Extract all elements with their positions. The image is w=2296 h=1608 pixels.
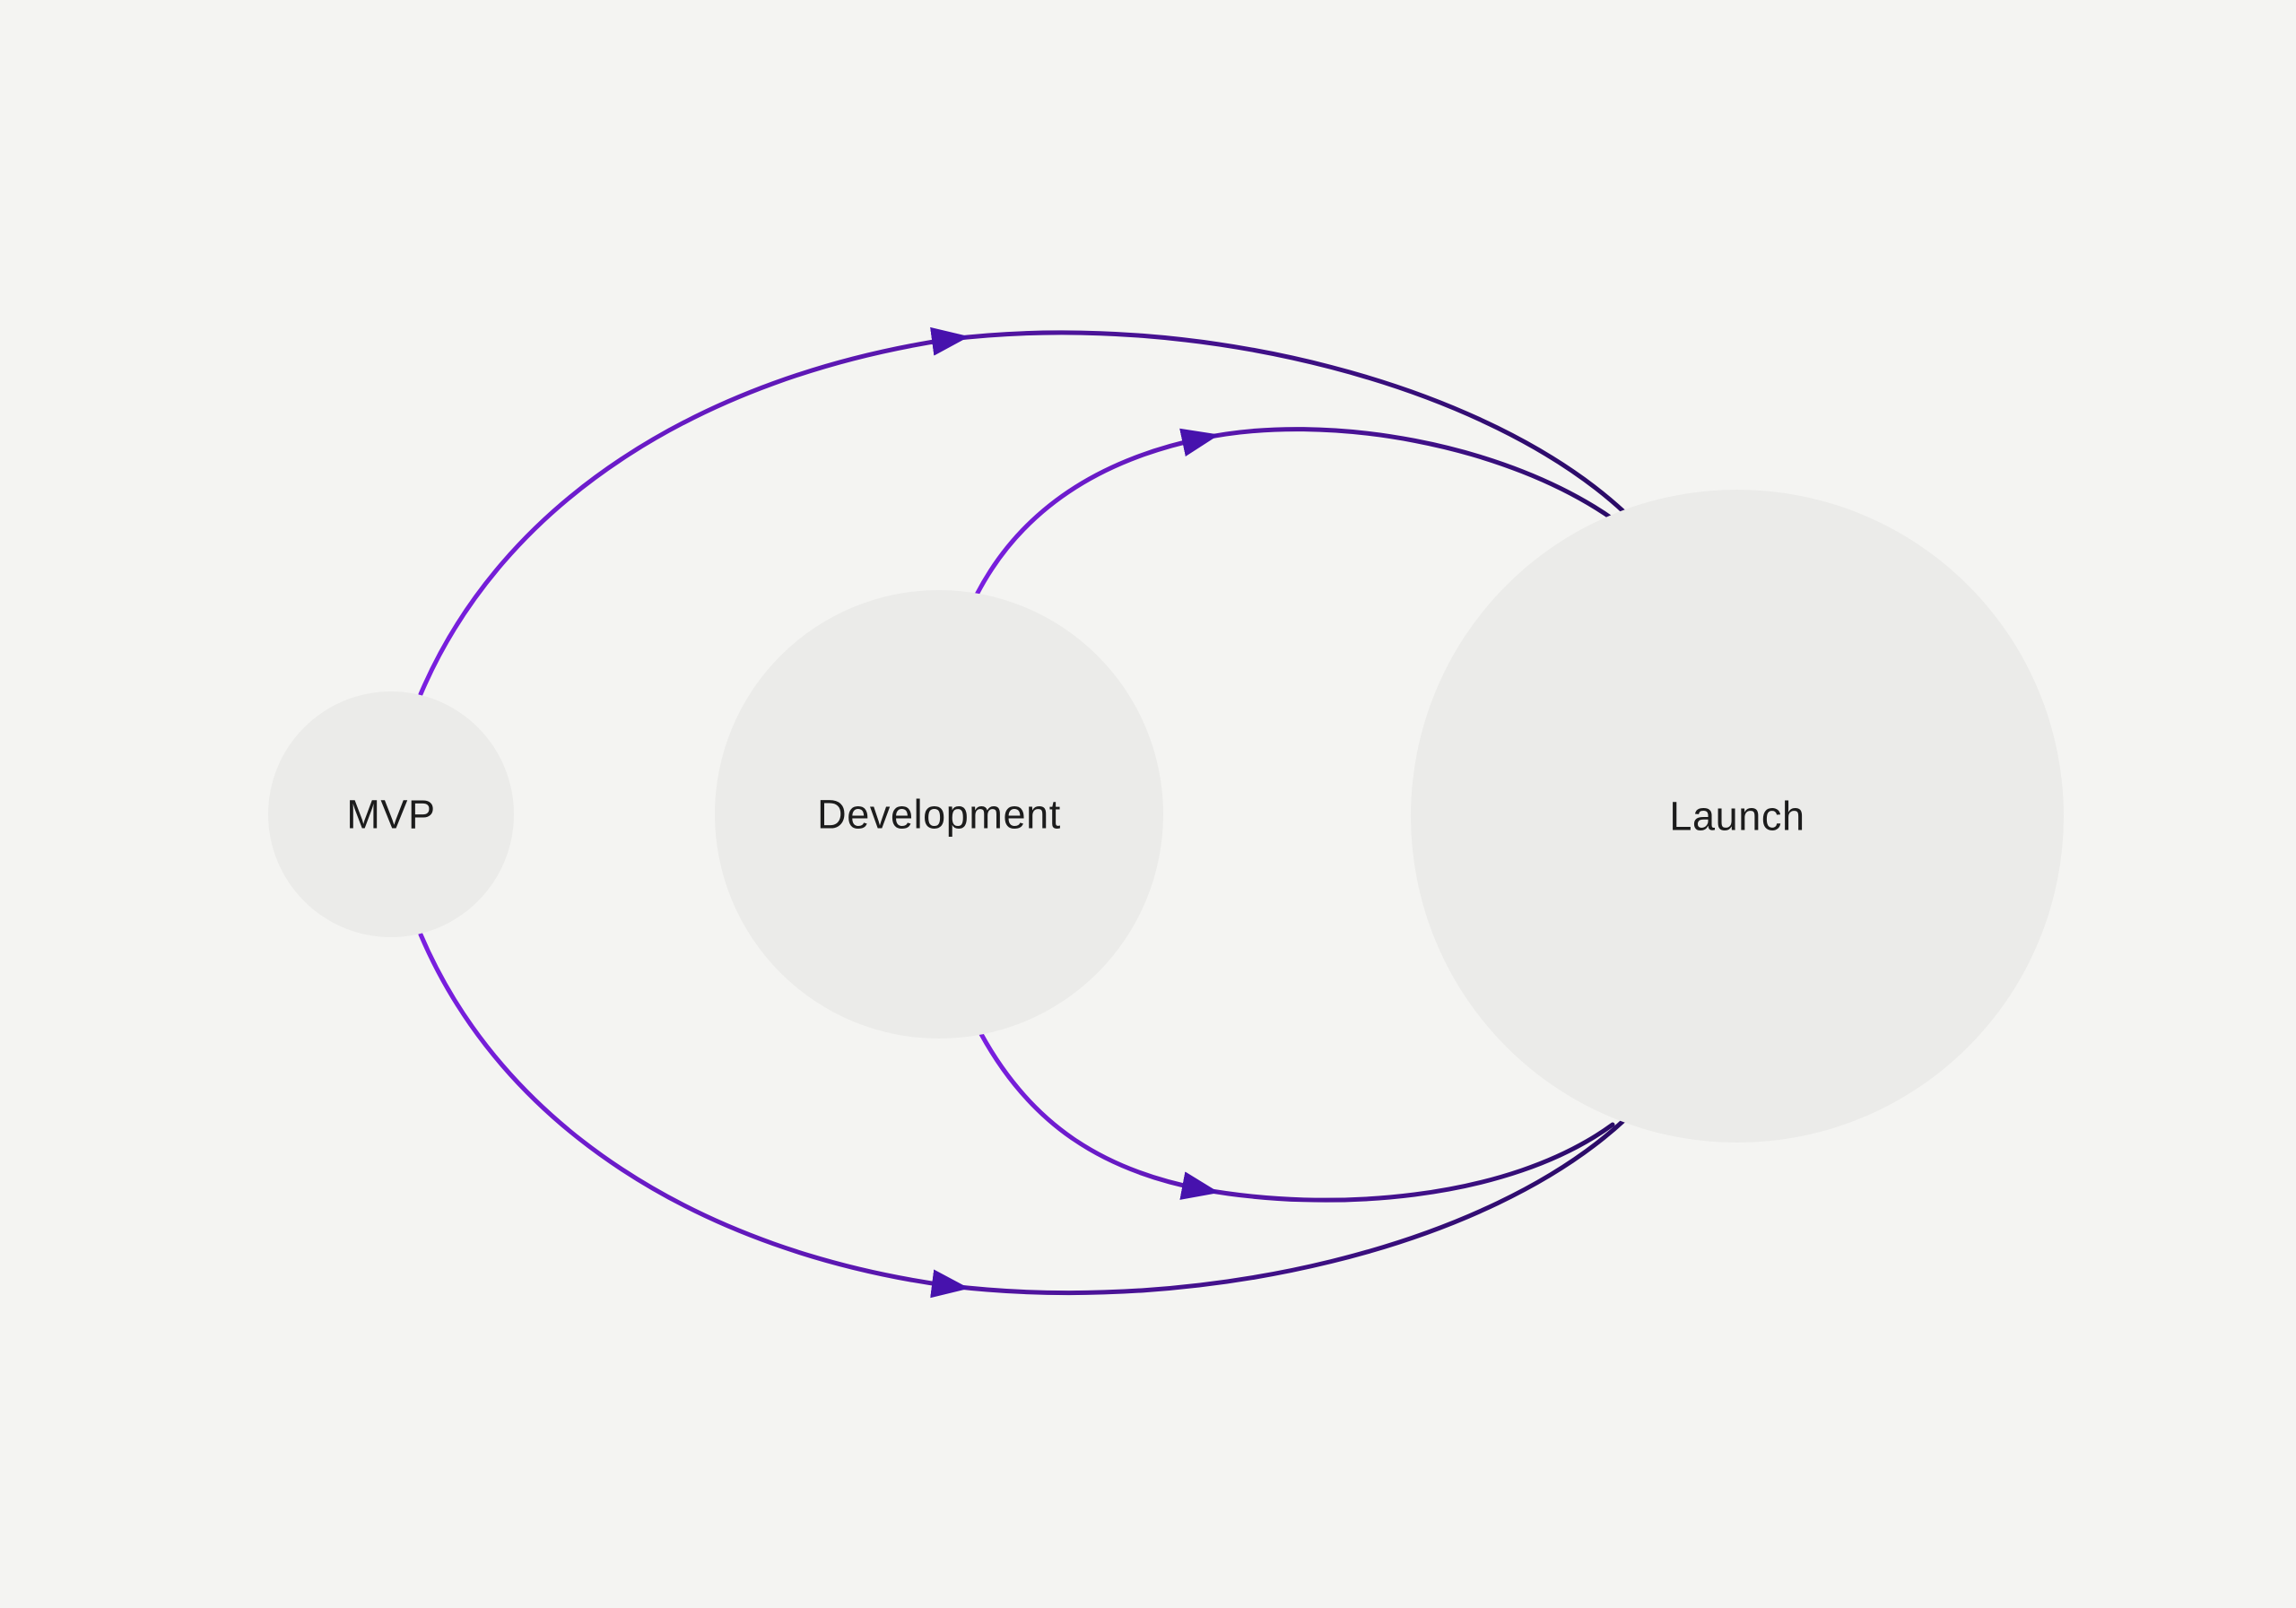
node-circle-mvp [268, 691, 514, 937]
node-label-development: Development [817, 792, 1061, 838]
edge-development-to-launch-bottom-inner [978, 1031, 1615, 1203]
edge-mvp-to-launch-bottom-outer [418, 932, 1628, 1299]
node-launch: Launch [1411, 490, 2064, 1143]
edges-layer [418, 326, 1628, 1299]
nodes-layer: MVP Development Launch [268, 490, 2064, 1143]
node-development: Development [715, 590, 1163, 1039]
edge-development-to-launch-top-inner [974, 427, 1617, 597]
node-circle-launch [1411, 490, 2064, 1143]
node-circle-development [715, 590, 1163, 1039]
node-label-mvp: MVP [346, 792, 435, 838]
edge-mvp-to-launch-top-outer [418, 326, 1628, 697]
node-mvp: MVP [268, 691, 514, 937]
node-label-launch: Launch [1669, 794, 1805, 839]
